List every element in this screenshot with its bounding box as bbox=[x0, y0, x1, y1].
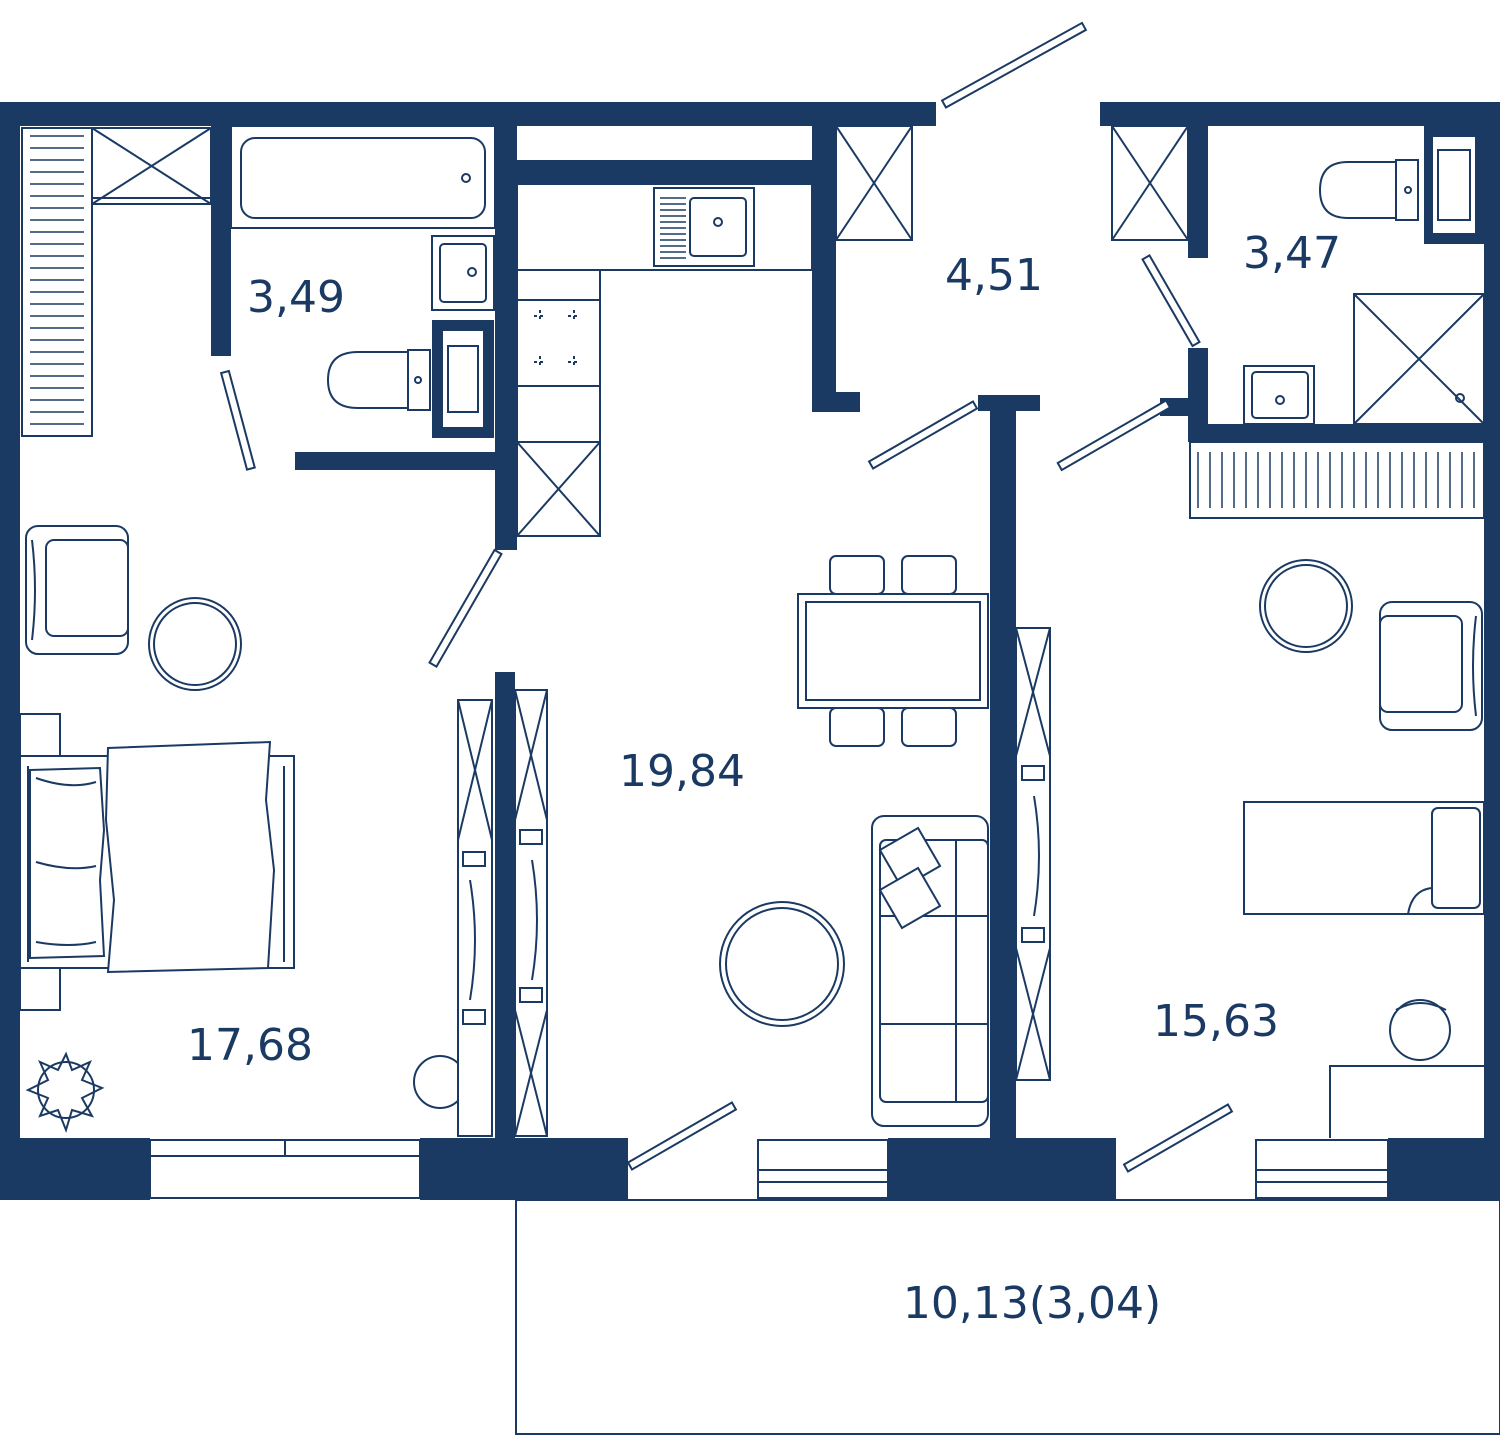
area-bedroom-right: 15,63 bbox=[1153, 996, 1279, 1047]
door-icon bbox=[1122, 1103, 1234, 1173]
walls bbox=[0, 102, 1500, 1200]
armchair-icon bbox=[1379, 601, 1483, 731]
wardrobe-icon bbox=[457, 699, 493, 1137]
toilet-icon bbox=[326, 349, 431, 411]
window-icon bbox=[757, 1139, 889, 1199]
table-icon bbox=[148, 597, 242, 691]
plant-icon bbox=[25, 1051, 105, 1134]
area-kitchen-living: 19,84 bbox=[619, 746, 745, 797]
area-bathroom-left: 3,49 bbox=[247, 272, 345, 323]
nightstand bbox=[19, 713, 61, 1011]
table-icon bbox=[719, 901, 845, 1027]
door-icon bbox=[219, 369, 256, 471]
area-hall: 4,51 bbox=[945, 250, 1043, 301]
area-balcony: 10,13(3,04) bbox=[903, 1278, 1161, 1329]
door-icon bbox=[1056, 399, 1172, 472]
door-icon bbox=[626, 1101, 738, 1171]
radiator-icon bbox=[21, 127, 93, 437]
table-icon bbox=[797, 593, 989, 709]
stove-icon bbox=[516, 299, 601, 387]
chair-icon bbox=[1389, 999, 1451, 1061]
wardrobe-icon bbox=[91, 127, 212, 205]
area-bedroom-left: 17,68 bbox=[187, 1020, 313, 1071]
door-icon bbox=[940, 21, 1088, 109]
washing-machine bbox=[432, 320, 494, 438]
area-bathroom-right: 3,47 bbox=[1243, 228, 1341, 279]
bed-icon bbox=[1243, 801, 1485, 915]
window-icon bbox=[1255, 1139, 1389, 1199]
balcony-outline bbox=[515, 1199, 1500, 1435]
door-icon bbox=[428, 548, 503, 668]
wardrobe-icon bbox=[514, 689, 548, 1137]
shower-icon bbox=[1353, 293, 1485, 425]
windows bbox=[149, 1139, 1389, 1199]
sink-icon bbox=[653, 187, 755, 267]
wardrobe-icon bbox=[1015, 627, 1051, 1081]
table-icon bbox=[1259, 559, 1353, 653]
window-icon bbox=[149, 1139, 421, 1199]
sink-icon bbox=[1243, 365, 1315, 425]
bed-icon bbox=[19, 740, 295, 974]
washing-machine bbox=[1424, 126, 1484, 244]
bathtub-icon bbox=[230, 125, 496, 229]
wardrobe-icon bbox=[835, 125, 913, 241]
door-icon bbox=[1141, 254, 1201, 348]
wardrobe-icon bbox=[1111, 125, 1189, 241]
radiator-icon bbox=[1189, 441, 1485, 519]
toilet-icon bbox=[1318, 159, 1419, 221]
armchair-icon bbox=[25, 525, 129, 655]
doors bbox=[219, 21, 1234, 1173]
desk bbox=[1329, 1065, 1484, 1138]
sink-icon bbox=[431, 235, 495, 311]
chair-icon bbox=[829, 555, 957, 747]
sofa-icon bbox=[871, 815, 989, 1127]
door-icon bbox=[867, 400, 979, 470]
